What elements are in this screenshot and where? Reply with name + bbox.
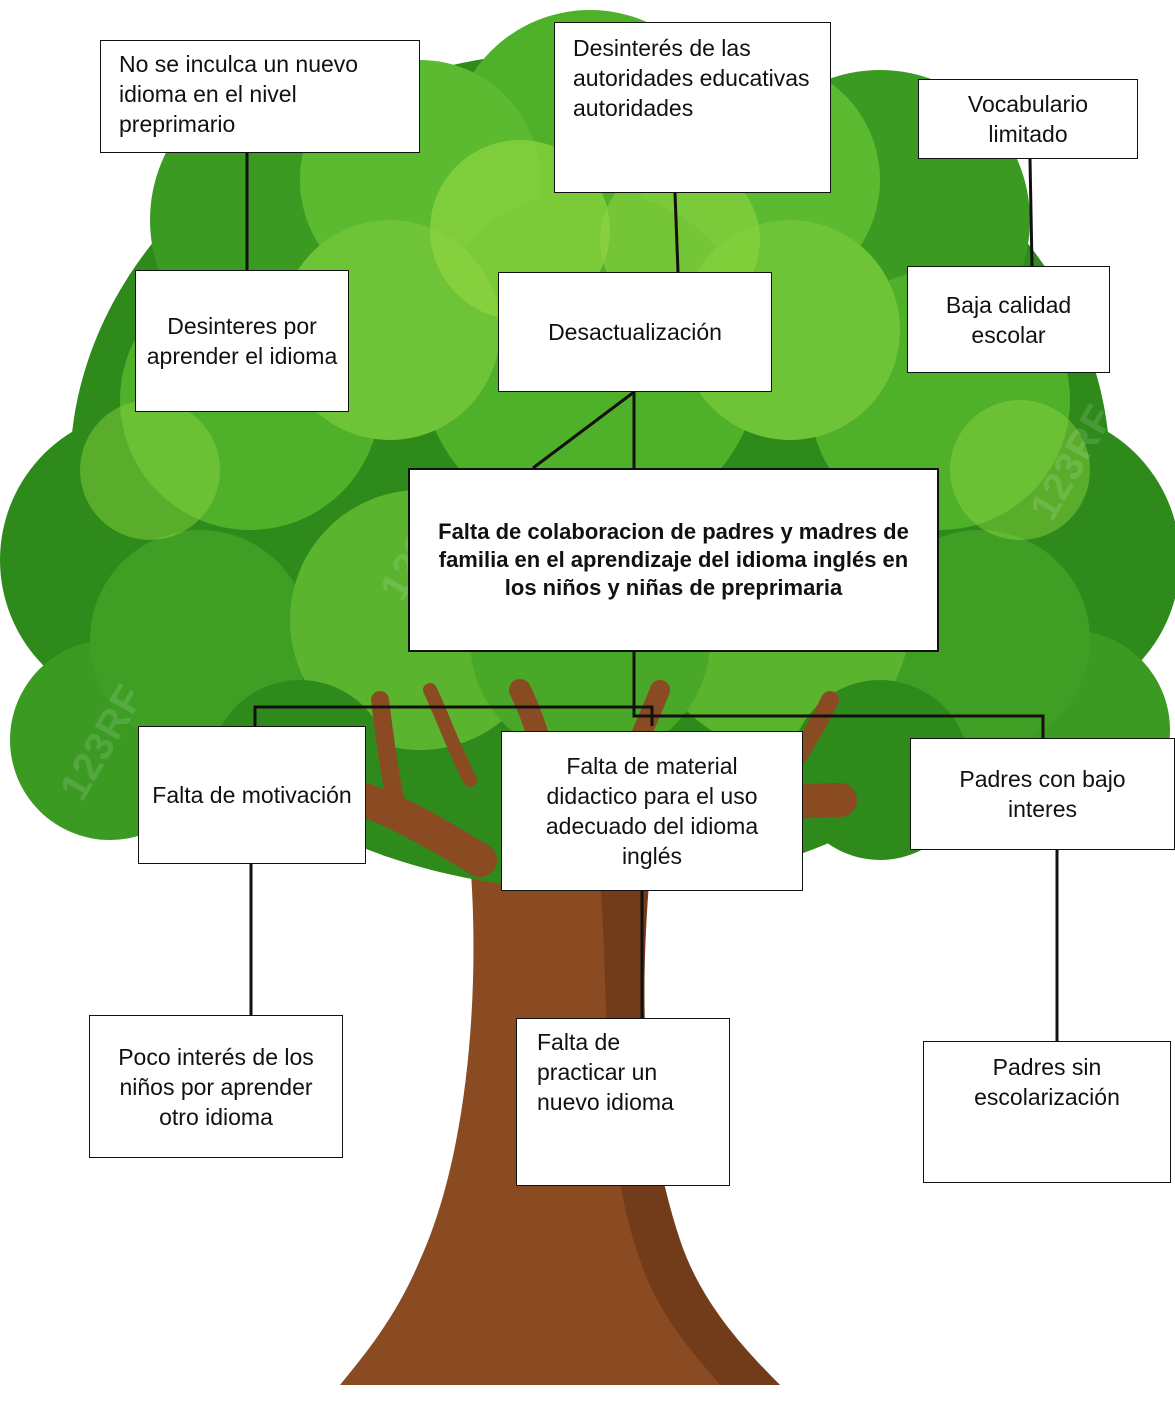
effect-desinteres-idioma-box: Desinteres por aprender el idioma xyxy=(135,270,349,412)
effect-vocabulario-box: Vocabulario limitado xyxy=(918,79,1138,159)
effect-desinteres-autoridades-box: Desinterés de las autoridades educativas… xyxy=(554,22,831,193)
cause-falta-practicar-box: Falta de practicar un nuevo idioma xyxy=(516,1018,730,1186)
cause-padres-bajo-interes-box: Padres con bajo interes xyxy=(910,738,1175,850)
connector-lines xyxy=(245,153,1059,1041)
effect-no-inculca-box: No se inculca un nuevo idioma en el nive… xyxy=(100,40,420,153)
central-problem-box: Falta de colaboracion de padres y madres… xyxy=(408,468,939,652)
cause-padres-sin-escolarizacion-box: Padres sin escolarización xyxy=(923,1041,1171,1183)
tree-trunk-shadow xyxy=(600,870,780,1385)
cause-poco-interes-box: Poco interés de los niños por aprender o… xyxy=(89,1015,343,1158)
effect-baja-calidad-box: Baja calidad escolar xyxy=(907,266,1110,373)
effect-desactualizacion-box: Desactualización xyxy=(498,272,772,392)
cause-falta-motivacion-box: Falta de motivación xyxy=(138,726,366,864)
cause-falta-material-box: Falta de material didactico para el uso … xyxy=(501,731,803,891)
